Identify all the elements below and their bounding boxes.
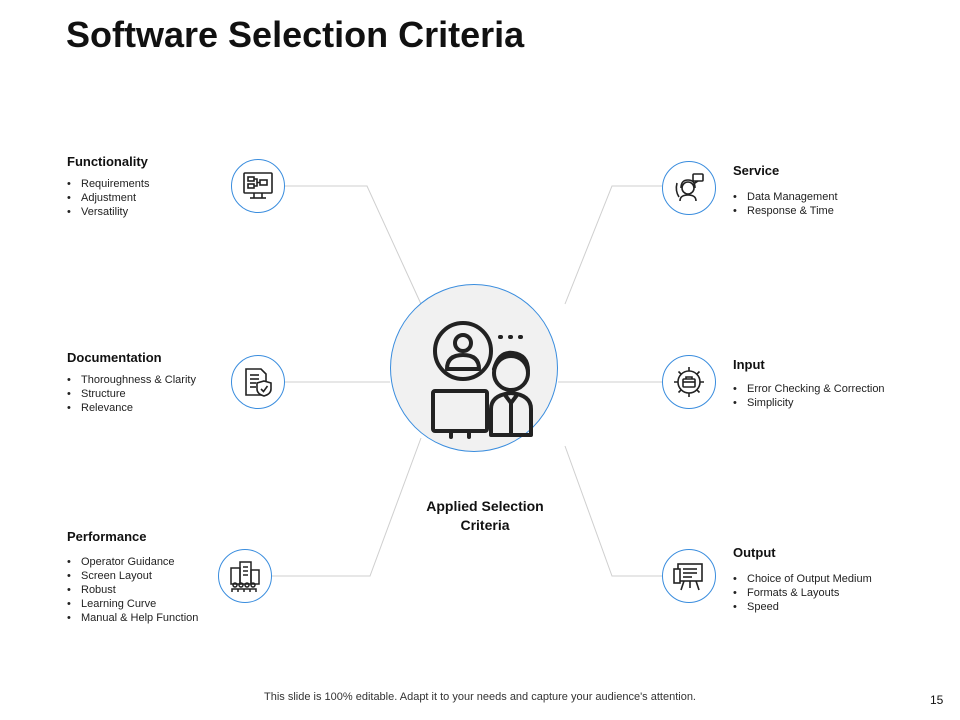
center-circle	[390, 284, 558, 452]
page-number: 15	[930, 693, 944, 707]
performance-block: Performance Operator Guidance Screen Lay…	[67, 529, 198, 625]
list-item: Speed	[733, 600, 872, 614]
input-icon-circle	[662, 355, 716, 409]
presentation-board-icon	[673, 563, 703, 591]
list-item: Thoroughness & Clarity	[67, 373, 196, 387]
documentation-heading: Documentation	[67, 350, 162, 365]
functionality-block: Functionality Requirements Adjustment Ve…	[67, 154, 149, 219]
list-item: Requirements	[67, 177, 149, 191]
performance-list: Operator Guidance Screen Layout Robust L…	[67, 555, 198, 625]
performance-icon-circle	[218, 549, 272, 603]
output-heading: Output	[733, 545, 776, 560]
list-item: Response & Time	[733, 204, 838, 218]
list-item: Simplicity	[733, 396, 885, 410]
document-shield-icon	[245, 368, 272, 397]
list-item: Error Checking & Correction	[733, 382, 885, 396]
input-list: Error Checking & Correction Simplicity	[733, 382, 885, 410]
functionality-heading: Functionality	[67, 154, 148, 169]
performance-heading: Performance	[67, 529, 147, 544]
list-item: Data Management	[733, 190, 838, 204]
functionality-list: Requirements Adjustment Versatility	[67, 177, 149, 219]
input-heading: Input	[733, 357, 765, 372]
service-block: Service Data Management Response & Time	[733, 163, 838, 218]
buildings-team-icon	[230, 561, 260, 592]
connector-output	[564, 445, 662, 577]
list-item: Learning Curve	[67, 597, 198, 611]
connector-service	[564, 185, 662, 305]
list-item: Choice of Output Medium	[733, 572, 872, 586]
gear-briefcase-icon	[674, 367, 704, 397]
documentation-list: Thoroughness & Clarity Structure Relevan…	[67, 373, 196, 415]
documentation-icon-circle	[231, 355, 285, 409]
person-computer-icon	[431, 321, 533, 439]
functionality-icon-circle	[231, 159, 285, 213]
output-icon-circle	[662, 549, 716, 603]
list-item: Relevance	[67, 401, 196, 415]
service-icon-circle	[662, 161, 716, 215]
output-block: Output Choice of Output Medium Formats &…	[733, 545, 872, 614]
list-item: Screen Layout	[67, 569, 198, 583]
footer-note: This slide is 100% editable. Adapt it to…	[264, 691, 696, 703]
page-title: Software Selection Criteria	[66, 14, 525, 55]
monitor-flowchart-icon	[243, 172, 273, 199]
list-item: Structure	[67, 387, 196, 401]
service-heading: Service	[733, 163, 780, 178]
list-item: Formats & Layouts	[733, 586, 872, 600]
documentation-block: Documentation Thoroughness & Clarity Str…	[67, 350, 196, 415]
center-label: Applied Selection Criteria	[426, 498, 544, 533]
list-item: Robust	[67, 583, 198, 597]
support-agent-icon	[675, 173, 704, 202]
input-block: Input Error Checking & Correction Simpli…	[733, 357, 885, 410]
connector-performance	[272, 437, 422, 577]
connector-functionality	[285, 185, 422, 305]
list-item: Manual & Help Function	[67, 611, 198, 625]
list-item: Versatility	[67, 205, 149, 219]
service-list: Data Management Response & Time	[733, 190, 838, 218]
output-list: Choice of Output Medium Formats & Layout…	[733, 572, 872, 614]
list-item: Adjustment	[67, 191, 149, 205]
list-item: Operator Guidance	[67, 555, 198, 569]
